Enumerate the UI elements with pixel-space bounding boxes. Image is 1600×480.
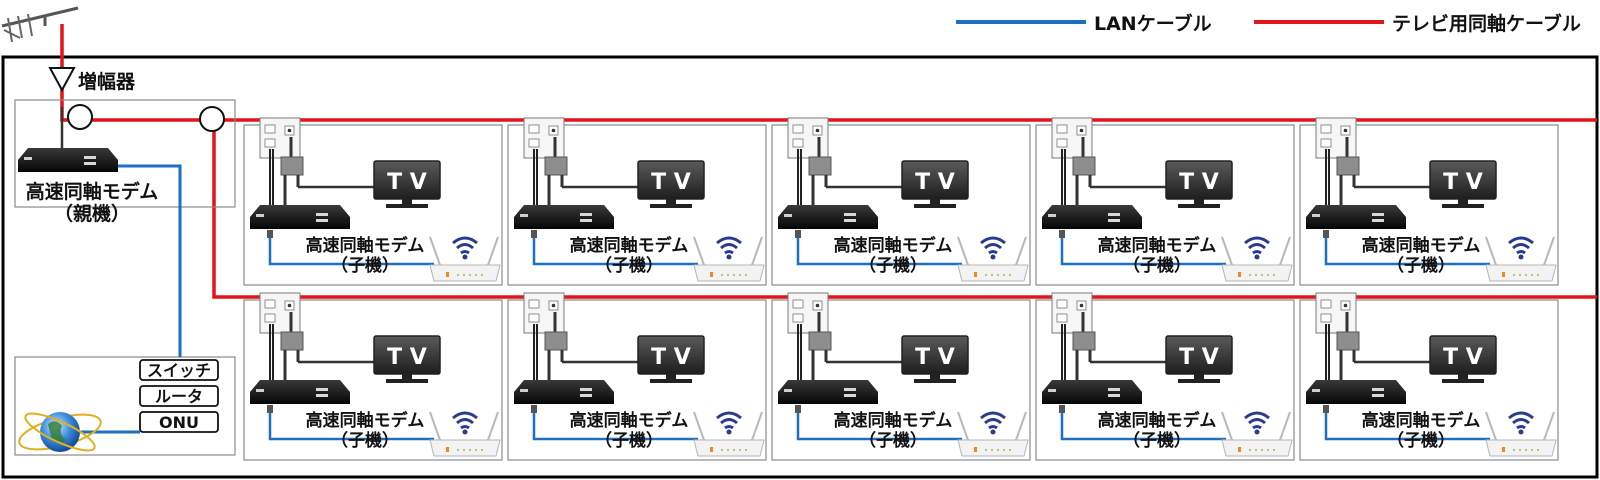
child-modem-sublabel: （子機） (1123, 430, 1191, 451)
network-device-label: ルータ (155, 387, 203, 406)
coax-junction (67, 104, 93, 130)
child-unit-8: T V 高速同軸モデム（子機） (770, 291, 1032, 462)
child-modem-label: 高速同軸モデム (306, 235, 425, 256)
child-modem-label: 高速同軸モデム (834, 235, 953, 256)
tv-label: T V (1179, 170, 1219, 195)
child-modem-label: 高速同軸モデム (570, 235, 689, 256)
lan-cable-trunk (118, 164, 182, 344)
tv-label: T V (915, 345, 955, 370)
child-modem-label: 高速同軸モデム (1362, 235, 1481, 256)
parent-modem-sublabel: （親機） (54, 202, 130, 225)
tv-label: T V (1179, 345, 1219, 370)
child-modem-sublabel: （子機） (595, 255, 663, 276)
child-unit-7: T V 高速同軸モデム（子機） (506, 291, 768, 462)
child-unit-2: T V 高速同軸モデム（子機） (506, 116, 768, 287)
child-unit-1: T V 高速同軸モデム（子機） (242, 116, 504, 287)
globe-icon (18, 412, 102, 452)
child-modem-sublabel: （子機） (331, 430, 399, 451)
child-modem-sublabel: （子機） (1123, 255, 1191, 276)
building-outline (1, 55, 1599, 479)
amplifier-icon (48, 67, 76, 93)
tv-label: T V (915, 170, 955, 195)
parent-modem-label: 高速同軸モデム (26, 180, 159, 203)
parent-modem-box: 高速同軸モデム （親機） (14, 99, 236, 225)
child-modem-label: 高速同軸モデム (570, 410, 689, 431)
child-unit-6: T V 高速同軸モデム（子機） (242, 291, 504, 462)
parent-modem-icon (18, 148, 118, 172)
tv-label: T V (387, 170, 427, 195)
antenna-icon (1, 6, 79, 43)
amplifier: 増幅器 (48, 67, 136, 93)
legend-coax-label: テレビ用同軸ケーブル (1392, 12, 1581, 35)
child-modem-label: 高速同軸モデム (1098, 410, 1217, 431)
child-modem-sublabel: （子機） (595, 430, 663, 451)
tv-label: T V (651, 345, 691, 370)
coax-junction (199, 106, 225, 132)
legend: LANケーブル テレビ用同軸ケーブル (956, 12, 1581, 35)
tv-label: T V (1443, 345, 1483, 370)
child-unit-4: T V 高速同軸モデム（子機） (1034, 116, 1296, 287)
child-modem-label: 高速同軸モデム (834, 410, 953, 431)
network-device-2: ルータ (139, 385, 219, 407)
child-unit-9: T V 高速同軸モデム（子機） (1034, 291, 1296, 462)
child-modem-label: 高速同軸モデム (1362, 410, 1481, 431)
legend-lan-label: LANケーブル (1094, 12, 1212, 35)
child-unit-5: T V 高速同軸モデム（子機） (1298, 116, 1560, 287)
tv-label: T V (651, 170, 691, 195)
child-modem-label: 高速同軸モデム (1098, 235, 1217, 256)
network-device-3: ONU (139, 411, 219, 433)
child-modem-sublabel: （子機） (1387, 255, 1455, 276)
child-modem-sublabel: （子機） (859, 255, 927, 276)
child-modem-sublabel: （子機） (331, 255, 399, 276)
network-device-1: スイッチ (139, 359, 219, 381)
child-unit-3: T V 高速同軸モデム（子機） (770, 116, 1032, 287)
child-modem-sublabel: （子機） (859, 430, 927, 451)
network-device-label: スイッチ (147, 361, 211, 380)
tv-label: T V (387, 345, 427, 370)
child-modem-sublabel: （子機） (1387, 430, 1455, 451)
amplifier-label: 増幅器 (78, 70, 136, 93)
network-device-label: ONU (159, 413, 199, 432)
child-modem-label: 高速同軸モデム (306, 410, 425, 431)
child-unit-10: T V 高速同軸モデム（子機） (1298, 291, 1560, 462)
tv-label: T V (1443, 170, 1483, 195)
